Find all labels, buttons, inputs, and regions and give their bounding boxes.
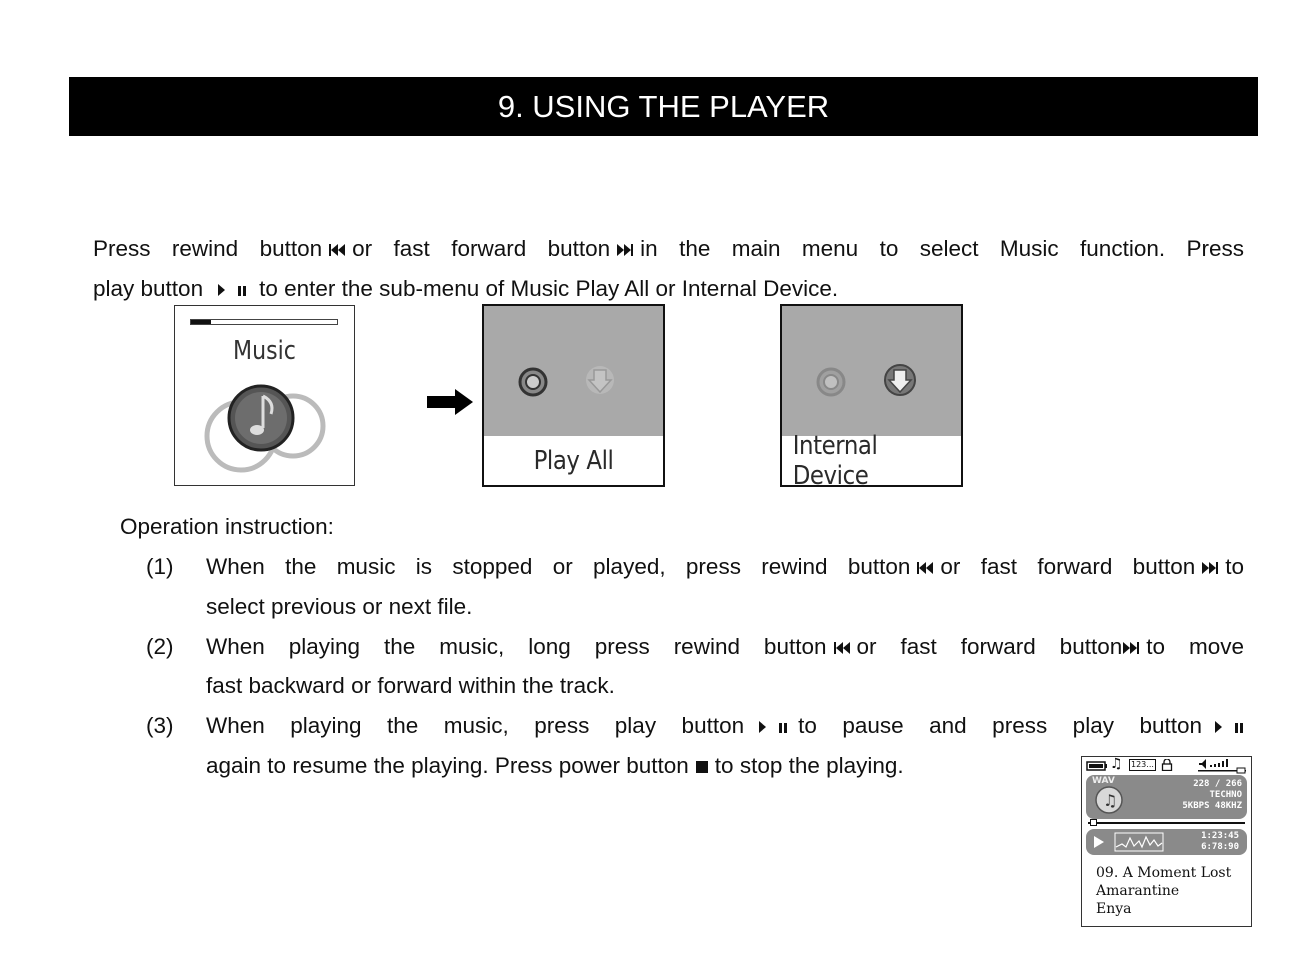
album-name: Amarantine: [1096, 883, 1180, 899]
instruction-1-line-1: When the music is stopped or played, pre…: [206, 547, 1244, 587]
instruction-3-line-1: When playing the music, press play butto…: [206, 706, 1244, 746]
intro-text: Press rewind button: [93, 236, 323, 261]
play-pause-icon: [1214, 720, 1244, 734]
page-title-text: 9. USING THE PLAYER: [497, 88, 830, 124]
play-all-screen: Play All: [482, 304, 665, 487]
menu-icon-area: [782, 306, 961, 436]
instruction-text: to stop the playing.: [714, 753, 904, 778]
rewind-icon: [833, 641, 851, 655]
rewind-icon: [328, 243, 346, 257]
internal-device-label: Internal Device: [792, 431, 878, 491]
arrow-right-icon: [427, 389, 473, 415]
internal-device-screen: Internal Device: [780, 304, 963, 491]
list-number: (3): [146, 713, 174, 738]
track-count: 228 / 266: [1193, 779, 1242, 789]
instruction-text: When playing the music, press play butto…: [206, 713, 745, 738]
time-total: 6:78:90: [1201, 842, 1239, 852]
intro-text: in the main menu to select Music functio…: [640, 236, 1245, 261]
instruction-2-line-1: When playing the music, long press rewin…: [206, 627, 1244, 667]
instruction-text: to: [1225, 554, 1244, 579]
instructions-heading: Operation instruction:: [120, 514, 334, 539]
play-pause-icon: [758, 720, 788, 734]
genre: TECHNO: [1209, 790, 1242, 800]
svg-text:♫: ♫: [1103, 791, 1117, 810]
intro-text: to enter the sub-menu of Music Play All …: [259, 276, 839, 301]
now-playing-screen: ♫ 123... WAV ♫ 228 / 266 TECHNO 5KBPS 48…: [1081, 756, 1252, 927]
play-all-label: Play All: [533, 446, 614, 476]
music-note-icon: ♫: [1110, 756, 1123, 772]
progress-bar: [190, 319, 338, 325]
bitrate: 5KBPS 48KHZ: [1182, 801, 1242, 811]
track-info-panel: WAV ♫ 228 / 266 TECHNO 5KBPS 48KHZ: [1086, 775, 1247, 819]
instruction-text: to pause and press play button: [798, 713, 1202, 738]
music-label: Music: [233, 336, 296, 366]
lock-icon: [1161, 759, 1173, 771]
fast-forward-icon: [1201, 561, 1219, 575]
song-title: 09. A Moment Lost: [1096, 865, 1232, 881]
repeat-icon: [816, 367, 846, 397]
volume-icon: [1198, 759, 1246, 774]
instruction-3-line-2: again to resume the playing. Press power…: [206, 746, 904, 786]
playlist-number-icon: 123...: [1129, 759, 1156, 771]
repeat-icon: [518, 367, 548, 397]
intro-line-1: Press rewind button or fast forward butto…: [93, 229, 1244, 269]
intro-line-2: play button to enter the sub-menu of Musi…: [93, 269, 1244, 309]
battery-icon: [1086, 761, 1107, 771]
music-menu-screen: Music: [174, 305, 355, 486]
instruction-1-line-2: select previous or next file.: [206, 594, 473, 619]
playback-panel: 1:23:45 6:78:90: [1086, 829, 1247, 855]
instruction-text: again to resume the playing. Press power…: [206, 753, 689, 778]
seek-handle: [1090, 819, 1097, 826]
waveform-icon: [1114, 832, 1164, 852]
device-icon: [884, 364, 916, 396]
menu-icon-area: [484, 306, 663, 436]
fast-forward-icon: [616, 243, 634, 257]
time-elapsed: 1:23:45: [1201, 831, 1239, 841]
instruction-text: to move: [1146, 634, 1244, 659]
music-note-icon: [204, 384, 326, 473]
instruction-text: When the music is stopped or played, pre…: [206, 554, 911, 579]
disc-icon: ♫: [1095, 786, 1123, 814]
play-icon: [1094, 836, 1104, 848]
instruction-2-line-2: fast backward or forward within the trac…: [206, 673, 615, 698]
seek-bar: [1088, 822, 1245, 824]
format-label: WAV: [1092, 776, 1115, 786]
instruction-text: or fast forward button: [940, 554, 1196, 579]
intro-text: or fast forward button: [352, 236, 611, 261]
list-number: (1): [146, 554, 174, 579]
fast-forward-icon: [1122, 641, 1140, 655]
device-icon: [586, 366, 614, 394]
play-pause-icon: [217, 283, 247, 297]
instruction-text: When playing the music, long press rewin…: [206, 634, 827, 659]
page-title: 9. USING THE PLAYER: [69, 77, 1258, 136]
list-number: (2): [146, 634, 174, 659]
intro-text: play button: [93, 276, 204, 301]
stop-icon: [695, 760, 709, 774]
rewind-icon: [916, 561, 934, 575]
instruction-text: or fast forward button: [856, 634, 1123, 659]
artist-name: Enya: [1096, 901, 1132, 917]
